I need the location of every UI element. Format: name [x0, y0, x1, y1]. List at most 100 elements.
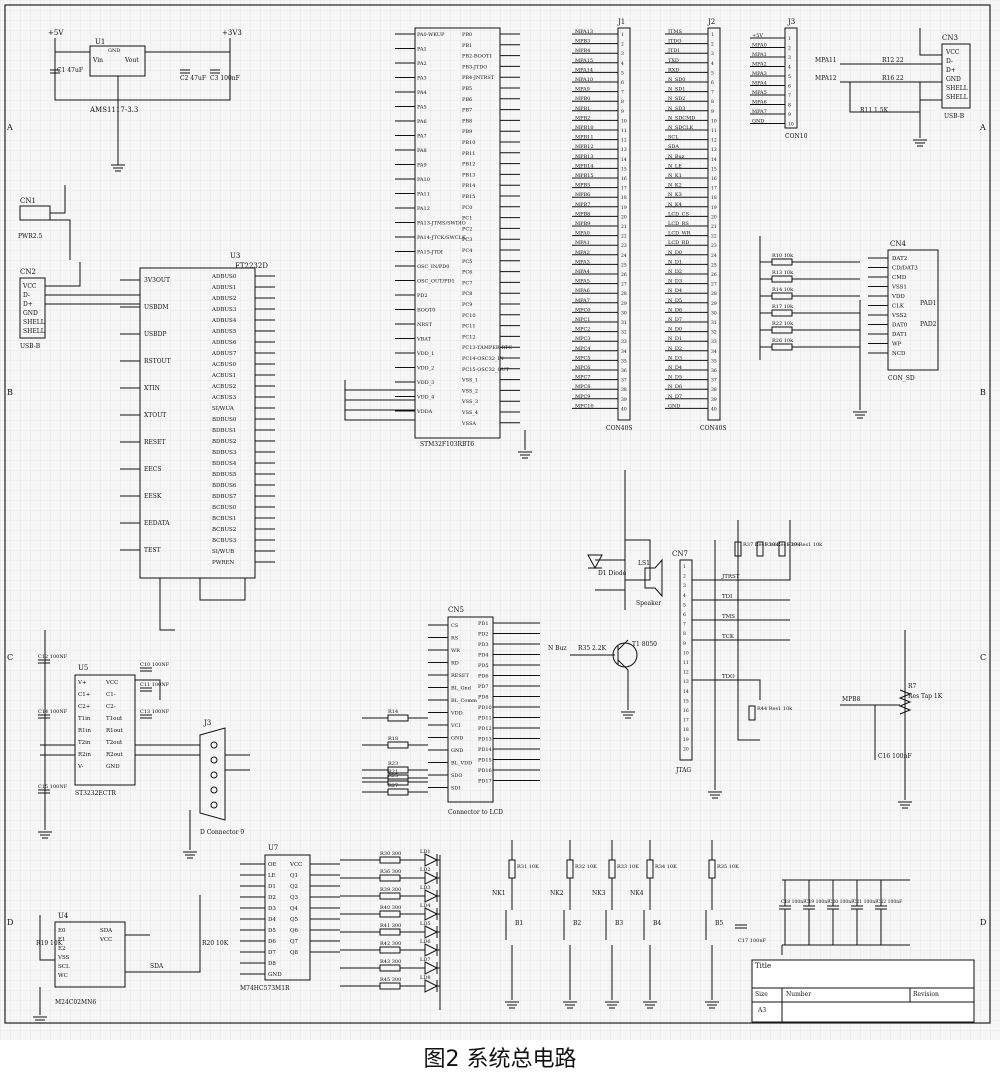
j1-pin-number: 17	[621, 186, 627, 192]
j2-net: N_D6	[668, 384, 682, 390]
decoupling-cap-symbol	[851, 880, 863, 945]
mcu-part: STM32F103RBT6	[420, 441, 474, 448]
lcd-right-pin: PD13	[478, 737, 492, 743]
sd-resistor-symbol	[760, 292, 860, 300]
lcd-resistor-label: R21	[388, 769, 398, 775]
ft2232-right-pin: BDBUS2	[212, 439, 236, 445]
jtag-pin-number: 6	[683, 612, 686, 618]
j2-connector-block: J2 CON40S JTMS1JTDO2JTDI3TXD4RXD5N_SD06N…	[665, 18, 727, 432]
j1-net: MPB13	[575, 154, 594, 160]
ldo-cap-c1: C1 47uF	[57, 67, 83, 74]
mcu-right-pin: VSS_1	[461, 378, 478, 384]
mcu-left-pin: VDDA	[416, 409, 433, 415]
j2-net: N_D2	[668, 269, 682, 275]
usb-cn3-net-dp: MPA12	[815, 75, 837, 82]
jtag-pin-number: 13	[683, 679, 689, 685]
rs232-pin: C2+	[78, 704, 91, 710]
led-label: LD2	[420, 867, 431, 873]
j2-net: N_SD0	[668, 77, 686, 83]
decoupling-cap-symbol	[827, 880, 839, 945]
jtag-net: TDO	[722, 674, 735, 680]
eeprom-part: M24C02MN6	[55, 999, 96, 1006]
sd-resistor-symbol	[760, 343, 860, 351]
eeprom-pin: SCL	[58, 964, 70, 970]
j2-pin-number: 14	[711, 157, 717, 163]
ft2232-right-pin: SI/WUB	[212, 549, 234, 555]
jtag-pin-number: 15	[683, 698, 689, 704]
jtag-pin-number: 9	[683, 641, 686, 647]
eeprom-pin: E0	[58, 928, 66, 934]
lcd-right-pin: PD12	[478, 726, 492, 732]
key-net-label: NK3	[592, 890, 606, 897]
mcu-right-pin: PB2-BOOT1	[462, 54, 492, 60]
decoupling-cap-label: C20 100nF	[829, 899, 854, 905]
rs232-ref: U5	[78, 664, 88, 672]
decoupling-cap-label: C21 100nF	[853, 899, 878, 905]
eeprom-ref: U4	[58, 912, 69, 920]
jtag-ref: CN7	[672, 550, 688, 558]
mcu-right-pin: PB1	[462, 43, 472, 49]
j2-net: N_D7	[668, 317, 682, 323]
eeprom-r19: R19 10K	[36, 940, 63, 947]
j2-pin-number: 12	[711, 138, 717, 144]
j2-pin-number: 1	[711, 32, 714, 38]
sd-pin: CMD	[892, 275, 907, 281]
j1-net: MPA7	[575, 298, 590, 304]
j2-pin-number: 26	[711, 272, 717, 278]
lcd-left-pin: VDD	[450, 711, 463, 717]
j1-pin-number: 34	[621, 349, 627, 355]
pot-net: MPB8	[842, 696, 861, 703]
lcd-right-pin: PD17	[478, 779, 492, 785]
lcd-resistor-symbol	[362, 766, 428, 774]
j2-net: N_D1	[668, 336, 682, 342]
j1-net: MPC6	[575, 365, 591, 371]
j1-net: MPC2	[575, 327, 591, 333]
ft2232-right-pin: PWREN	[212, 560, 235, 566]
latch-left-pin: D2	[268, 895, 276, 901]
j2-pin-number: 11	[711, 128, 717, 134]
led-label: LD4	[420, 903, 431, 909]
j2-label: CON40S	[700, 425, 727, 432]
ft2232-part: FT2232D	[235, 262, 268, 270]
led-resistor-label: R43 300	[380, 959, 401, 965]
j1-pin-number: 37	[621, 378, 627, 384]
j1-net: MPC4	[575, 346, 591, 352]
j2-net: GND	[668, 403, 680, 409]
lcd-resistor-symbol	[362, 714, 428, 722]
mcu-right-pin: PC14-OSC32_IN	[462, 356, 504, 362]
ldo-ref: U1	[95, 38, 105, 46]
latch-left-pin: D5	[268, 928, 276, 934]
led-symbol	[340, 925, 440, 939]
j2-net: N_SD3	[668, 106, 686, 112]
zone-label-a-right: A	[979, 123, 986, 132]
led-symbol	[340, 853, 440, 867]
j2-pin-number: 6	[711, 80, 714, 86]
j2-net: RXD	[668, 67, 679, 73]
j2-pin-number: 15	[711, 166, 717, 172]
sd-pins: DAT2CD/DAT3CMDVSS1VDDCLKVSS2DAT0DAT1WPNC…	[868, 256, 918, 357]
ldo-out-net: +3V3	[222, 29, 242, 37]
j3-net: MPA6	[752, 100, 767, 106]
sd-pin: WP	[892, 342, 902, 348]
mcu-left-pin: VDD_3	[416, 380, 434, 386]
jtag-resistor-label: R44 Res1 10k	[757, 706, 793, 712]
lcd-resistor-label: R25	[388, 773, 398, 779]
j3-ref: J3	[787, 18, 795, 26]
mcu-block: STM32F103RBT6 PA0-WKUPPA1PA2PA3PA4PA5PA6…	[344, 27, 532, 459]
jtag-pin-number: 7	[683, 622, 686, 628]
schematic-svg: A B C D A B C D U1 Vin Vout GND AMS1117-…	[0, 0, 1000, 1040]
lcd-resistor-symbol	[362, 741, 428, 749]
ldo-pin-vout: Vout	[124, 57, 139, 64]
lcd-label: Connector to LCD	[448, 809, 503, 816]
mcu-left-pin: PA12	[417, 206, 430, 212]
lcd-right-pin: PD15	[478, 758, 492, 764]
j2-net: N_D7	[668, 394, 682, 400]
j1-net: MPA9	[575, 87, 590, 93]
rs232-pin: R1out	[106, 728, 123, 734]
ldo-pin-gnd: GND	[108, 48, 120, 54]
jtag-pin-number: 2	[683, 574, 686, 580]
